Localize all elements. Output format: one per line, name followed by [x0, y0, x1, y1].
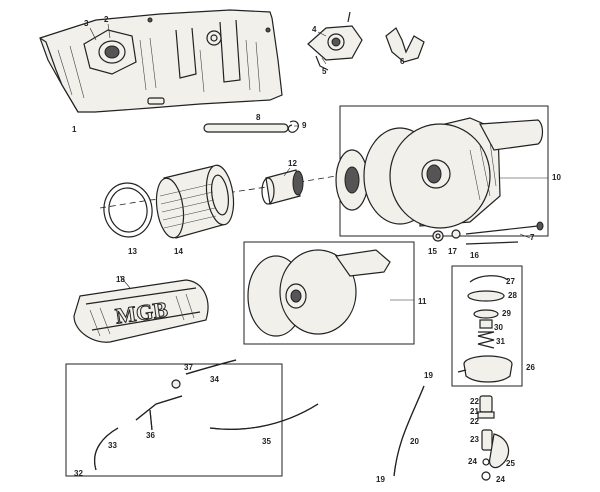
callout-18: 18	[116, 275, 125, 284]
callout-14: 14	[174, 247, 183, 256]
callout-5: 5	[322, 67, 327, 76]
washer-hole	[435, 233, 441, 239]
callout-8: 8	[256, 113, 261, 122]
intake-flange	[83, 29, 137, 75]
callout-29: 29	[502, 309, 511, 318]
breather-tube	[203, 120, 299, 133]
callout-2: 2	[104, 15, 109, 24]
callout-36: 36	[146, 431, 155, 440]
callout-31: 31	[496, 337, 505, 346]
callout-1: 1	[72, 125, 77, 134]
callout-11: 11	[418, 297, 427, 306]
callout-12: 12	[288, 159, 297, 168]
callout-26: 26	[526, 363, 535, 372]
callout-19-bottom: 19	[376, 475, 385, 484]
callout-20: 20	[410, 437, 419, 446]
callout-30: 30	[494, 323, 503, 332]
mounting-plate	[39, 9, 283, 113]
hoses-assembly	[94, 359, 319, 471]
callout-25: 25	[506, 459, 515, 468]
filter-element	[155, 164, 235, 239]
callout-35: 35	[262, 437, 271, 446]
callout-19-top: 19	[424, 371, 433, 380]
long-hose	[393, 385, 425, 477]
callout-33: 33	[108, 441, 117, 450]
frame-valve-assembly	[451, 265, 523, 387]
callout-13: 13	[128, 247, 137, 256]
callout-6: 6	[400, 57, 405, 66]
callout-32: 32	[74, 469, 83, 478]
callout-3: 3	[84, 19, 89, 28]
callout-16: 16	[470, 251, 479, 260]
callout-27: 27	[506, 277, 515, 286]
callout-4: 4	[312, 25, 317, 34]
callout-24-top: 24	[468, 457, 477, 466]
spacer-tube	[261, 169, 304, 205]
callout-23: 23	[470, 435, 479, 444]
alternative-air-cleaner	[247, 249, 391, 337]
leader-lines	[89, 23, 548, 301]
nut	[451, 229, 461, 239]
callout-22-top: 22	[470, 397, 479, 406]
callout-28: 28	[508, 291, 517, 300]
callout-17: 17	[448, 247, 457, 256]
callout-7: 7	[530, 233, 535, 242]
frame-hoses	[65, 363, 283, 477]
callout-10: 10	[552, 173, 561, 182]
callout-9: 9	[302, 121, 307, 130]
rocker-cover: MGB	[73, 279, 209, 343]
sealing-ring	[103, 182, 153, 238]
callout-22-bottom: 22	[470, 417, 479, 426]
callout-37: 37	[184, 363, 193, 372]
callout-24-bottom: 24	[496, 475, 505, 484]
short-bolt	[465, 241, 519, 245]
air-cleaner-body	[335, 117, 544, 229]
callout-21: 21	[470, 407, 479, 416]
small-fittings	[477, 395, 510, 481]
callout-34: 34	[210, 375, 219, 384]
valve-assembly	[457, 275, 513, 383]
bracket	[385, 27, 425, 63]
frame-air-cleaner-11	[243, 241, 415, 345]
washer	[432, 230, 444, 242]
callout-numbers: 1 2 3 4 5 6 7 8 9 10 11 12 13 14 15 16 1…	[72, 15, 561, 484]
carburettor-flange	[307, 11, 363, 71]
callout-15: 15	[428, 247, 437, 256]
long-bolt	[465, 221, 544, 235]
